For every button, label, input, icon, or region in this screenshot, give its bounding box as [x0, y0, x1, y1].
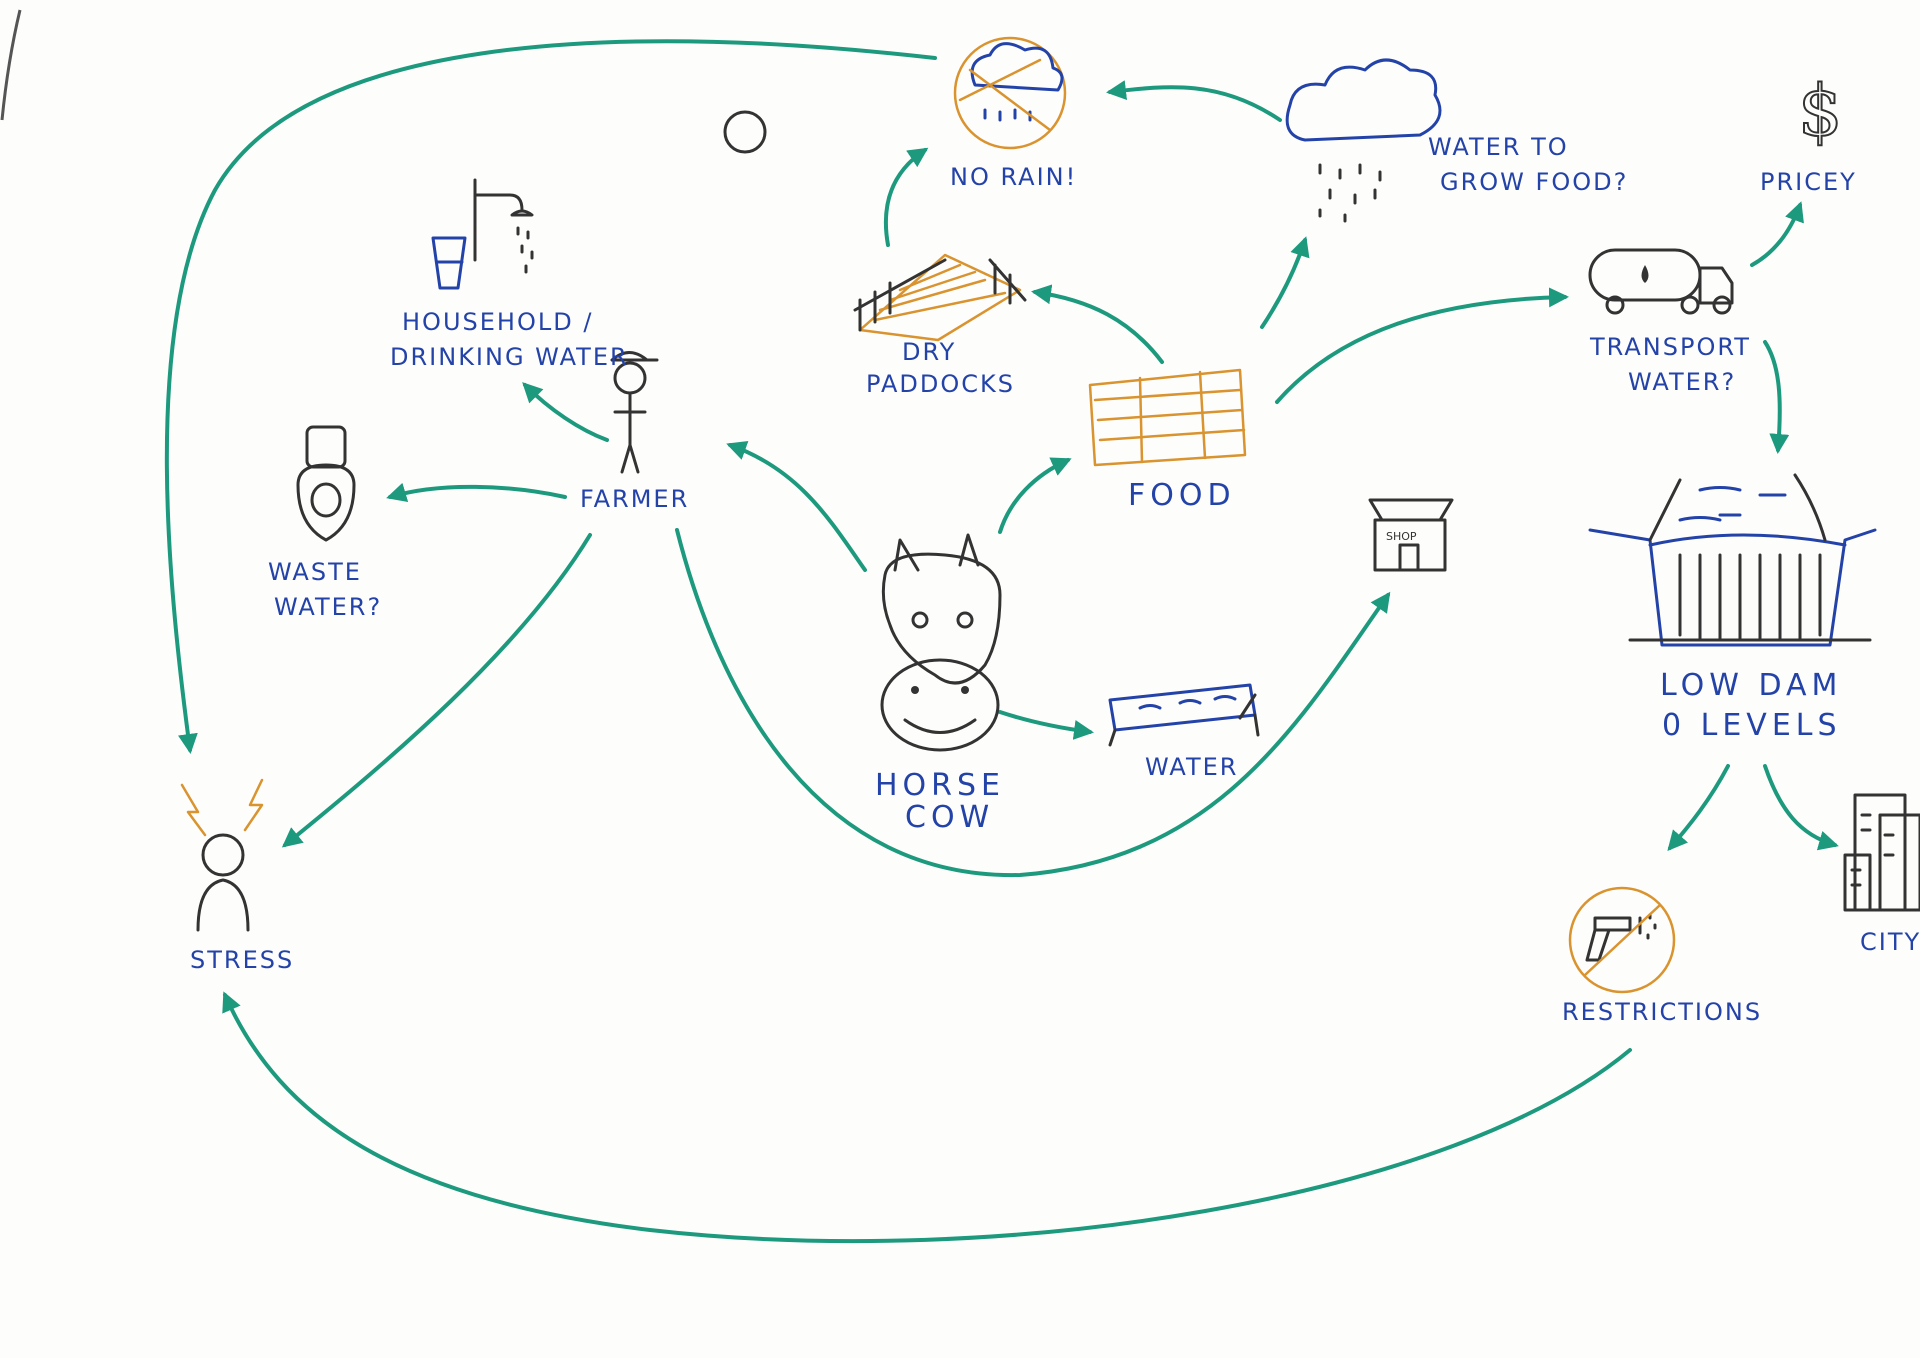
paper-edge [0, 9, 22, 121]
hay-bale-icon [1088, 368, 1247, 467]
label-dry-paddocks-1: DRY [902, 338, 956, 366]
label-household-1: HOUSEHOLD / [402, 308, 593, 336]
rain-cloud-icon [1285, 58, 1442, 223]
arrow-farmer-to-stress [281, 533, 592, 848]
stress-figure-icon [180, 778, 264, 932]
label-pricey: PRICEY [1760, 168, 1857, 196]
horse-cow-icon [880, 533, 1002, 752]
label-restrictions: RESTRICTIONS [1562, 998, 1762, 1026]
label-horse: HORSE [875, 768, 1005, 803]
shop-sign-text: SHOP [1386, 530, 1417, 543]
dam-icon [1588, 473, 1877, 647]
shop-icon: SHOP [1368, 498, 1454, 572]
arrow-farmer-to-shop [675, 528, 1391, 878]
water-trough-icon [1108, 683, 1260, 747]
label-city: CITY [1860, 928, 1920, 956]
arrow-no-rain-to-stress [164, 39, 937, 754]
toilet-icon [296, 425, 356, 542]
arrow-horse-to-food [998, 457, 1072, 534]
arrow-transport-to-dam [1763, 340, 1790, 454]
farmer-figure-icon [610, 351, 659, 474]
label-no-rain: NO RAIN! [950, 163, 1077, 191]
label-transport-water-1: TRANSPORT [1589, 333, 1751, 361]
arrow-farmer-to-household [522, 382, 609, 442]
arrow-horse-to-water [998, 710, 1094, 740]
label-stress: STRESS [190, 946, 294, 974]
label-waste-water-1: WASTE [268, 558, 362, 586]
label-water-to-grow-food-2: GROW FOOD? [1440, 168, 1628, 196]
arrow-food-to-paddocks [1031, 284, 1164, 364]
label-waste-water-2: WATER? [274, 593, 382, 621]
restrictions-icon [1568, 886, 1676, 994]
city-buildings-icon [1843, 793, 1920, 912]
arrow-dam-to-city [1763, 764, 1839, 851]
label-transport-water-2: WATER? [1628, 368, 1736, 396]
label-low-dam-levels-2: 0 LEVELS [1662, 708, 1842, 743]
dry-paddock-icon [853, 253, 1027, 342]
label-household-2: DRINKING WATER [390, 343, 629, 371]
water-truck-icon [1588, 248, 1734, 315]
arrow-paddocks-to-no-rain [883, 147, 929, 247]
arrow-farmer-to-waste [386, 482, 567, 502]
sun-circle-doodle [723, 110, 767, 154]
label-farmer: FARMER [580, 485, 689, 513]
drinking-glass-icon [431, 236, 467, 290]
arrow-food-to-water-grow [1260, 236, 1310, 329]
arrow-horse-to-farmer [726, 440, 867, 572]
arrow-dam-to-restrictions [1667, 764, 1730, 852]
label-food: FOOD [1128, 478, 1236, 513]
arrow-food-to-transport [1275, 287, 1569, 404]
arrow-transport-to-pricey [1750, 201, 1804, 267]
label-water-to-grow-food-1: WATER TO [1428, 133, 1569, 161]
no-rain-icon [953, 36, 1067, 150]
arrow-restrictions-to-stress [222, 991, 1632, 1244]
shower-icon [473, 178, 534, 274]
arrow-water-grow-to-no-rain [1106, 80, 1282, 122]
dollar-icon: $ [1798, 70, 1843, 152]
label-dry-paddocks-2: PADDOCKS [866, 370, 1015, 398]
label-low-dam-levels-1: LOW DAM [1660, 668, 1842, 703]
label-water: WATER [1145, 753, 1238, 781]
label-cow: COW [905, 800, 994, 835]
connectors [164, 39, 1839, 1244]
